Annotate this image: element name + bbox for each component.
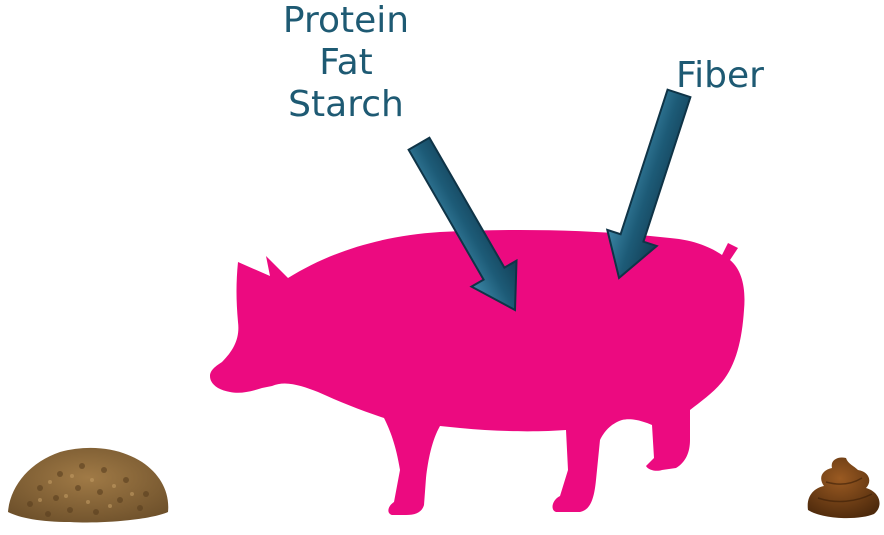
label-fiber: Fiber <box>660 55 780 97</box>
nutrient-labels: Protein Fat Starch <box>256 0 436 126</box>
label-starch: Starch <box>256 84 436 126</box>
label-protein: Protein <box>256 0 436 42</box>
manure-icon <box>808 457 880 518</box>
pig-silhouette <box>210 230 744 515</box>
label-fat: Fat <box>256 42 436 84</box>
feed-pellets-icon <box>8 448 168 523</box>
